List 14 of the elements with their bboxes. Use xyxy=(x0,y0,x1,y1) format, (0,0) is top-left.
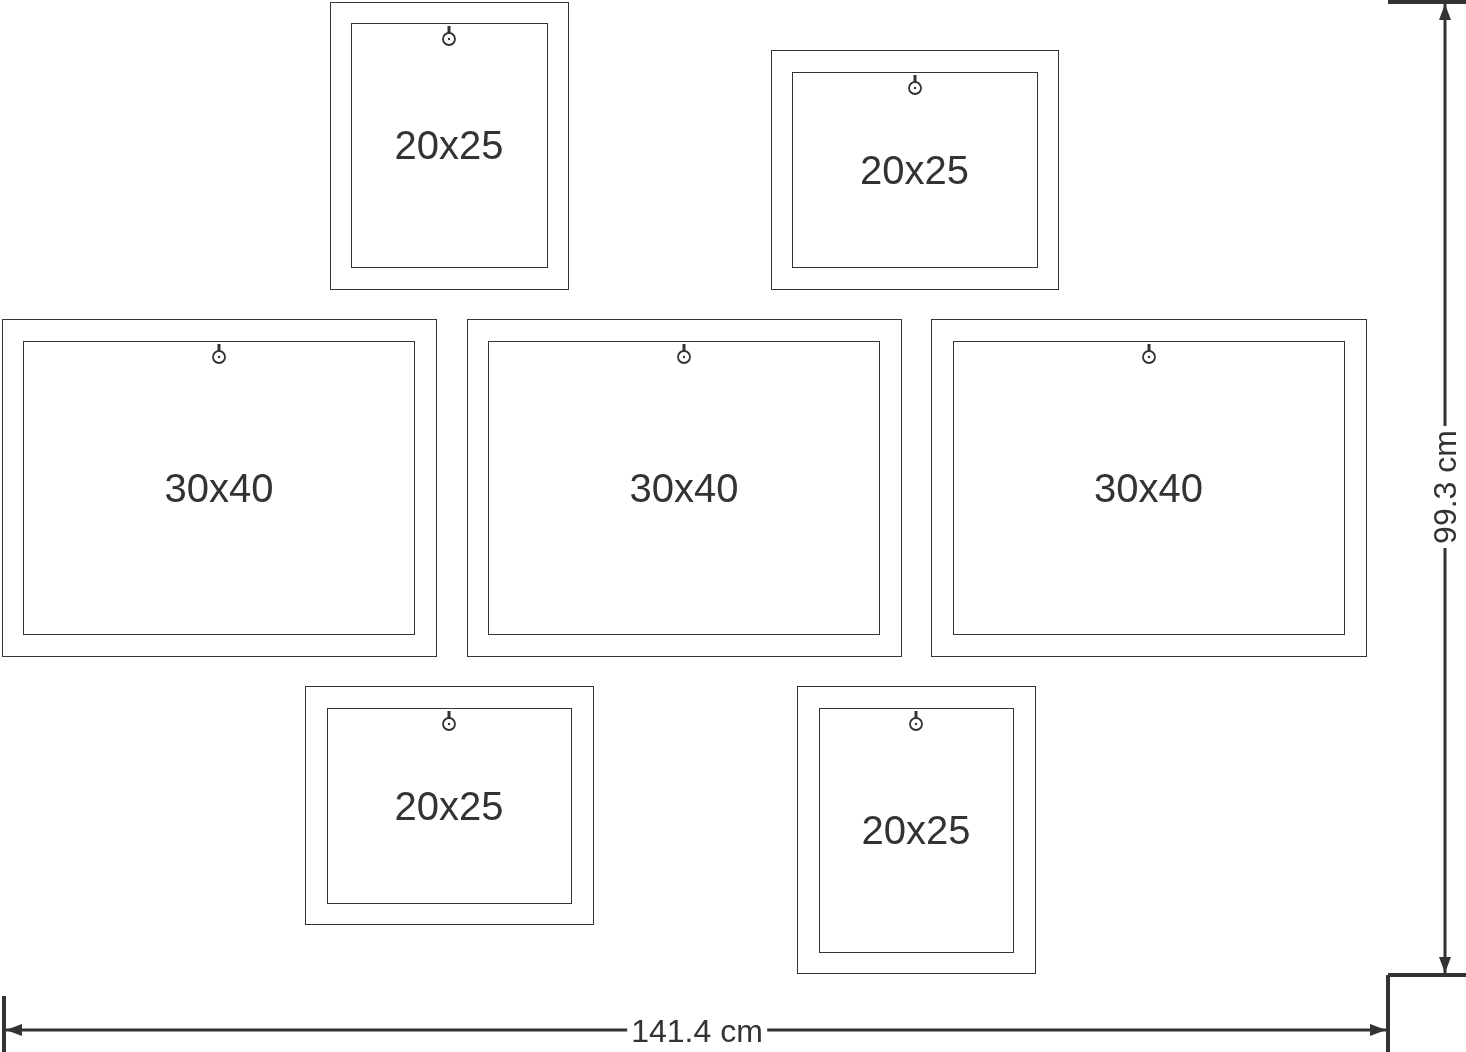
picture-frame xyxy=(771,50,1059,290)
size-label: 20x25 xyxy=(860,149,969,190)
size-label: 20x25 xyxy=(861,810,971,850)
size-label: 30x40 xyxy=(629,467,739,508)
picture-frame xyxy=(330,2,569,290)
picture-frame xyxy=(931,319,1367,657)
picture-frame xyxy=(305,686,594,925)
size-label: 20x25 xyxy=(394,125,504,165)
picture-frame xyxy=(467,319,902,657)
size-label: 30x40 xyxy=(164,467,274,508)
size-label: 20x25 xyxy=(394,785,504,826)
size-label: 30x40 xyxy=(1094,467,1203,508)
picture-frame xyxy=(2,319,437,657)
picture-frame xyxy=(797,686,1036,974)
